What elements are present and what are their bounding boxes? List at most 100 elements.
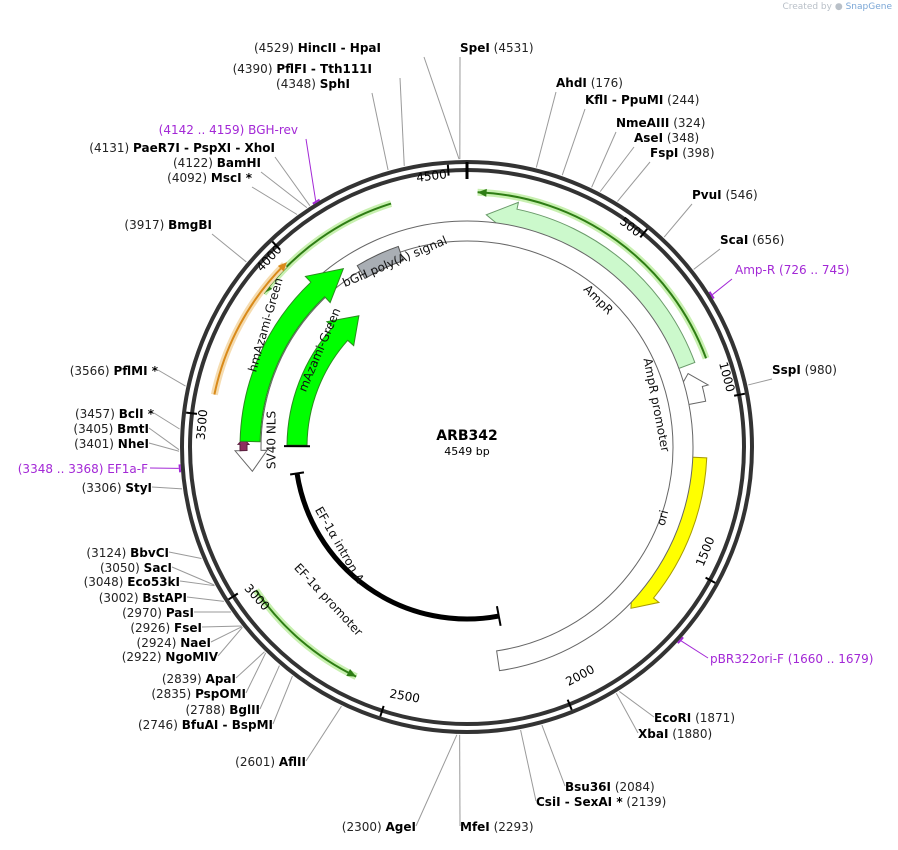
tick-label-2000: 2000 — [563, 662, 597, 689]
site-label-bsu36i[interactable]: Bsu36I (2084) — [565, 780, 655, 794]
site-label-nhei[interactable]: (3401) NheI — [74, 437, 149, 451]
site-leader-saci — [171, 566, 215, 586]
site-name: AgeI — [386, 820, 416, 834]
site-position: (2084) — [615, 780, 655, 794]
site-label-nmeaiii[interactable]: NmeAIII (324) — [616, 116, 705, 130]
site-label-asei[interactable]: AseI (348) — [634, 131, 699, 145]
site-position: (4122) — [173, 156, 213, 170]
site-label-pflfi-tth111i[interactable]: (4390) PflFI - Tth111I — [233, 62, 372, 76]
site-position: (3566) — [70, 364, 110, 378]
site-label-naei[interactable]: (2924) NaeI — [137, 636, 211, 650]
site-position: (3917) — [124, 218, 164, 232]
site-label-bmgbi[interactable]: (3917) BmgBI — [124, 218, 212, 232]
watermark-prefix: Created by — [782, 2, 832, 12]
ef1a-orf-arrow — [255, 589, 357, 678]
site-name: BamHI — [217, 156, 261, 170]
site-position: (348) — [667, 131, 699, 145]
site-name: BfuAI - BspMI — [182, 718, 273, 732]
site-position: (4529) — [254, 41, 294, 55]
site-name: BstAPI — [142, 591, 187, 605]
site-position: (4531) — [494, 41, 534, 55]
site-leader-bglii — [259, 665, 280, 710]
feature-label-sv40-nls: SV40 NLS — [265, 411, 279, 469]
site-label-apai[interactable]: (2839) ApaI — [162, 672, 236, 686]
feature-ef1a-intron[interactable] — [294, 473, 500, 622]
site-label-ahdi[interactable]: AhdI (176) — [556, 76, 623, 90]
tick-label-2500: 2500 — [388, 687, 421, 706]
site-leader-scai — [693, 248, 721, 270]
site-label-bmti[interactable]: (3405) BmtI — [73, 422, 149, 436]
site-label-pvui[interactable]: PvuI (546) — [692, 188, 758, 202]
site-leader-pvui — [663, 203, 693, 238]
site-position: (2293) — [494, 820, 534, 834]
primer-mark-pbr322ori-f — [677, 636, 684, 644]
site-label-bfuai-bspmi[interactable]: (2746) BfuAI - BspMI — [138, 718, 273, 732]
primer-name: Amp-R — [735, 263, 775, 277]
site-leader-bmgbi — [211, 233, 247, 263]
site-label-bamhi[interactable]: (4122) BamHI — [173, 156, 261, 170]
tick-label-1500: 1500 — [693, 535, 717, 569]
site-label-bbvci[interactable]: (3124) BbvCI — [86, 546, 169, 560]
site-label-pflmi[interactable]: (3566) PflMI * — [70, 364, 159, 378]
site-label-hincii-hpai[interactable]: (4529) HincII - HpaI — [254, 41, 381, 55]
site-label-ngomiv[interactable]: (2922) NgoMIV — [122, 650, 219, 664]
site-label-msci[interactable]: (4092) MscI * — [167, 171, 253, 185]
site-leader-csii-sexai — [520, 729, 537, 802]
site-label-sphi[interactable]: (4348) SphI — [276, 77, 350, 91]
watermark-brand: SnapGene — [845, 2, 892, 12]
tick-mark-3500 — [185, 411, 198, 415]
site-name: XbaI — [638, 727, 668, 741]
site-position: (4390) — [233, 62, 273, 76]
site-label-spei[interactable]: SpeI (4531) — [460, 41, 534, 55]
tick-mark-1500 — [705, 576, 716, 584]
site-label-sspi[interactable]: SspI (980) — [772, 363, 837, 377]
site-label-fspi[interactable]: FspI (398) — [650, 146, 715, 160]
primer-label-amp-r[interactable]: Amp-R (726 .. 745) — [735, 263, 849, 277]
site-name: BclI * — [119, 407, 155, 421]
orange-orf-head — [277, 262, 288, 272]
site-label-agei[interactable]: (2300) AgeI — [342, 820, 416, 834]
primer-label-bgh-rev[interactable]: (4142 .. 4159) BGH-rev — [159, 123, 298, 137]
site-label-pspomi[interactable]: (2835) PspOMI — [151, 687, 246, 701]
site-position: (4092) — [167, 171, 207, 185]
site-leader-pspomi — [245, 652, 267, 694]
site-label-eco53ki[interactable]: (3048) Eco53kI — [84, 575, 180, 589]
site-label-paer7i-pspxi-xhoi[interactable]: (4131) PaeR7I - PspXI - XhoI — [89, 141, 275, 155]
site-label-fsei[interactable]: (2926) FseI — [130, 621, 202, 635]
site-position: (4348) — [276, 77, 316, 91]
site-label-bstapi[interactable]: (3002) BstAPI — [99, 591, 187, 605]
feature-bgh-polya[interactable] — [356, 245, 404, 280]
site-name: ApaI — [206, 672, 236, 686]
primer-label-pbr322ori-f[interactable]: pBR322ori-F (1660 .. 1679) — [710, 652, 873, 666]
site-name: BmtI — [117, 422, 149, 436]
site-label-csii-sexai[interactable]: CsiI - SexAI * (2139) — [536, 795, 666, 809]
site-label-bglii[interactable]: (2788) BglII — [185, 703, 260, 717]
site-label-scai[interactable]: ScaI (656) — [720, 233, 784, 247]
feature-label-ef1a-intron: EF-1α intron A — [312, 504, 367, 586]
site-label-mfei[interactable]: MfeI (2293) — [460, 820, 534, 834]
site-leader-apai — [235, 651, 265, 679]
site-label-xbai[interactable]: XbaI (1880) — [638, 727, 712, 741]
site-position: (176) — [591, 76, 623, 90]
site-label-aflii[interactable]: (2601) AflII — [235, 755, 306, 769]
site-name: AseI — [634, 131, 663, 145]
site-name: Bsu36I — [565, 780, 611, 794]
site-name: HincII - HpaI — [298, 41, 381, 55]
feature-ef1a-promoter[interactable] — [233, 220, 694, 672]
site-position: (3002) — [99, 591, 139, 605]
site-name: PflFI - Tth111I — [276, 62, 372, 76]
site-name: Eco53kI — [127, 575, 180, 589]
site-leader-ngomiv — [217, 626, 243, 657]
site-label-styi[interactable]: (3306) StyI — [82, 481, 152, 495]
site-name: KflI - PpuMI — [585, 93, 663, 107]
feature-hmazami-green[interactable] — [239, 268, 345, 443]
feature-mazami-green[interactable] — [286, 315, 360, 446]
site-leader-hincii-hpai — [423, 56, 460, 160]
site-label-saci[interactable]: (3050) SacI — [100, 561, 172, 575]
site-label-bcli[interactable]: (3457) BclI * — [75, 407, 155, 421]
site-label-pasi[interactable]: (2970) PasI — [122, 606, 194, 620]
site-label-ecori[interactable]: EcoRI (1871) — [654, 711, 735, 725]
primer-leader-pbr322ori-f — [680, 640, 709, 659]
primer-label-ef1a-f[interactable]: (3348 .. 3368) EF1a-F — [18, 462, 148, 476]
site-label-kfli-ppumi[interactable]: KflI - PpuMI (244) — [585, 93, 699, 107]
